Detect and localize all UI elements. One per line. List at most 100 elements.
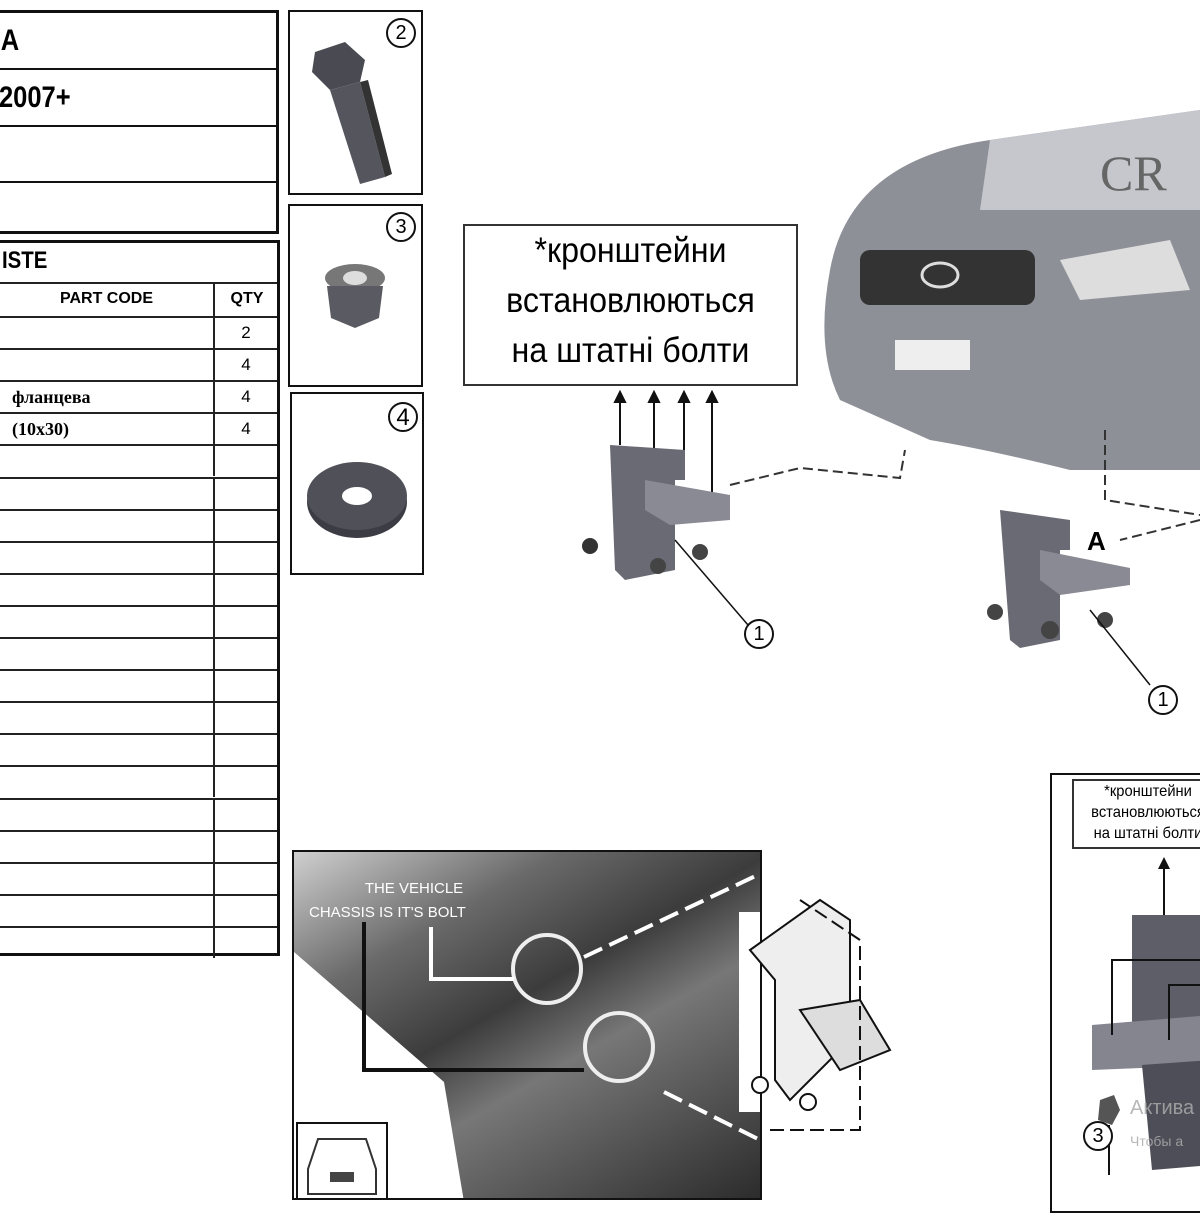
qty-cell bbox=[213, 478, 277, 509]
qty-cell bbox=[213, 735, 277, 766]
parts-list-title: ISTE bbox=[2, 247, 48, 274]
part-code-cell bbox=[0, 446, 213, 476]
part-code-cell bbox=[0, 543, 213, 573]
table-row: (10x30) 4 bbox=[0, 412, 277, 445]
qty-cell: 2 bbox=[213, 318, 277, 348]
part-code-cell bbox=[0, 575, 213, 605]
title-line-2: 2007+ bbox=[0, 81, 71, 114]
qty-cell bbox=[213, 863, 277, 894]
detail-view: *кронштейни встановлюються на штатні бол… bbox=[1050, 773, 1200, 1213]
bracket-callout: 1 bbox=[744, 619, 774, 649]
detail-note-line-2: встановлюються bbox=[1091, 804, 1200, 821]
installation-diagram: CR A bbox=[582, 110, 1200, 686]
part-code-cell bbox=[0, 703, 213, 733]
qty-cell bbox=[213, 542, 277, 573]
detail-note-line-3: на штатні болти bbox=[1093, 825, 1200, 842]
qty-cell bbox=[213, 927, 277, 958]
view-label: A bbox=[1087, 526, 1106, 556]
title-block: A 2007+ bbox=[0, 10, 279, 234]
table-row bbox=[0, 476, 277, 509]
part-code-cell bbox=[0, 671, 213, 701]
table-row bbox=[0, 861, 277, 894]
watermark-line-1: Актива bbox=[1130, 1097, 1195, 1119]
table-row: 4 bbox=[0, 348, 277, 381]
table-row bbox=[0, 733, 277, 766]
qty-cell bbox=[213, 671, 277, 702]
qty-cell bbox=[213, 895, 277, 926]
part-panel-washer: 4 bbox=[290, 392, 424, 575]
part-code-cell bbox=[0, 511, 213, 541]
table-row bbox=[0, 829, 277, 862]
detail-note-line-1: *кронштейни bbox=[1104, 783, 1192, 800]
chassis-caption-line-1: THE VEHICLE bbox=[364, 880, 464, 897]
part-code-cell bbox=[0, 767, 213, 797]
car-image: CR bbox=[824, 110, 1200, 470]
qty-cell: 4 bbox=[213, 350, 277, 381]
note-line-1: *кронштейни bbox=[534, 231, 727, 270]
qty-cell: 4 bbox=[213, 414, 277, 445]
part-panel-nut: 3 bbox=[288, 204, 423, 387]
chassis-caption-line-2: CHASSIS IS IT'S BOLT bbox=[309, 904, 466, 921]
title-line-1: A bbox=[0, 24, 20, 57]
column-header-part-code: PART CODE bbox=[59, 290, 154, 307]
part-code-cell: фланцева bbox=[12, 387, 91, 408]
qty-cell bbox=[213, 639, 277, 669]
bracket-callout: 1 bbox=[1148, 685, 1178, 715]
part-callout: 2 bbox=[386, 18, 416, 48]
table-row: 2 bbox=[0, 316, 277, 348]
flange-nut-icon bbox=[325, 264, 385, 328]
part-callout: 4 bbox=[388, 402, 418, 432]
table-row bbox=[0, 637, 277, 669]
bolt-icon bbox=[312, 42, 392, 184]
column-header-qty: QTY bbox=[213, 284, 279, 318]
qty-cell bbox=[213, 510, 277, 541]
table-row bbox=[0, 540, 277, 573]
part-panel-bolt: 2 bbox=[288, 10, 423, 195]
table-row bbox=[0, 669, 277, 702]
part-code-cell: (10x30) bbox=[12, 419, 69, 440]
car-front-thumbnail bbox=[296, 1122, 388, 1198]
part-code-cell bbox=[0, 864, 213, 894]
bracket-exploded bbox=[748, 898, 892, 1131]
part-callout: 3 bbox=[386, 212, 416, 242]
table-row bbox=[0, 508, 277, 541]
part-code-cell bbox=[0, 832, 213, 862]
table-row bbox=[0, 444, 277, 477]
part-code-cell bbox=[0, 318, 213, 348]
part-code-cell bbox=[0, 639, 213, 669]
note-line-3: на штатні болти bbox=[511, 331, 750, 370]
bracket-right bbox=[987, 510, 1130, 648]
qty-cell bbox=[213, 799, 277, 830]
qty-cell: 4 bbox=[213, 382, 277, 413]
table-row bbox=[0, 701, 277, 734]
installation-note: *кронштейни встановлюються на штатні бол… bbox=[463, 224, 798, 386]
part-code-cell bbox=[0, 928, 213, 958]
part-code-cell bbox=[0, 350, 213, 380]
table-row bbox=[0, 925, 277, 958]
part-code-cell bbox=[0, 479, 213, 509]
watermark-line-2: Чтобы а bbox=[1130, 1133, 1184, 1149]
part-code-cell bbox=[0, 896, 213, 926]
nut-callout: 3 bbox=[1083, 1121, 1113, 1151]
part-code-cell bbox=[0, 607, 213, 637]
table-row bbox=[0, 797, 277, 830]
table-row bbox=[0, 893, 277, 926]
chassis-photo: THE VEHICLE CHASSIS IS IT'S BOLT bbox=[292, 850, 762, 1200]
table-row: фланцева 4 bbox=[0, 380, 277, 413]
note-line-2: встановлюються bbox=[506, 281, 755, 320]
part-code-cell bbox=[0, 735, 213, 765]
table-row bbox=[0, 604, 277, 637]
qty-cell bbox=[213, 831, 277, 862]
qty-cell bbox=[213, 574, 277, 605]
part-code-cell bbox=[0, 800, 213, 830]
table-row bbox=[0, 765, 277, 798]
qty-cell bbox=[213, 606, 277, 637]
bracket-left bbox=[582, 445, 730, 580]
detail-note: *кронштейни встановлюються на штатні бол… bbox=[1072, 779, 1200, 849]
car-badge: CR bbox=[1100, 145, 1167, 201]
table-row bbox=[0, 572, 277, 605]
qty-cell bbox=[213, 446, 277, 477]
washer-icon bbox=[307, 462, 407, 538]
qty-cell bbox=[213, 767, 277, 798]
